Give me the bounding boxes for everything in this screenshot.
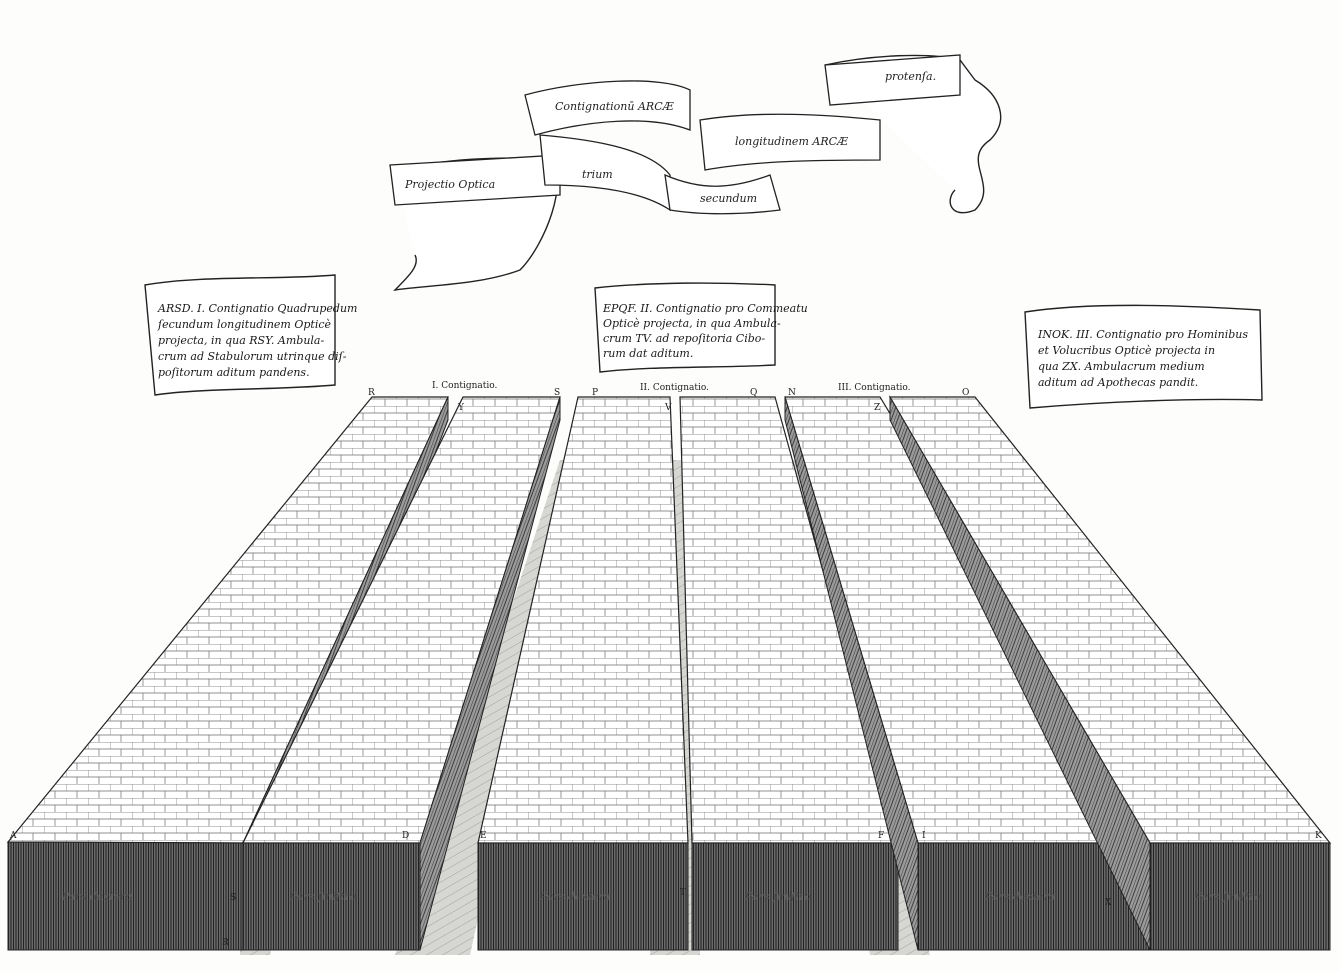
deck-1-label: I. Contignatio.	[432, 381, 498, 391]
side-label-2: Pars ſiniſtra	[289, 890, 356, 903]
scroll-3-line-3: qua ZX. Ambulacrum medium	[1038, 360, 1205, 373]
scroll-2-line-4: rum dat aditum.	[603, 347, 693, 360]
banner-segment-6: protenſa.	[885, 70, 936, 83]
letter-r-bottom: R	[222, 938, 229, 948]
deck-1-right-building	[242, 396, 561, 951]
scroll-deck-1: ARSD. I. Contignatio Quadrupedum ſecundu…	[144, 274, 357, 396]
letter-a: A	[9, 831, 17, 841]
scroll-deck-2: EPQF. II. Contignatio pro Commeatu Optic…	[594, 282, 808, 373]
banner-segment-5: longitudinem ARCÆ	[735, 135, 849, 148]
letter-k: K	[1315, 831, 1322, 841]
scroll-1-line-5: poſitorum aditum pandens.	[158, 366, 310, 379]
scroll-3-line-4: aditum ad Apothecas pandit.	[1038, 376, 1198, 389]
scroll-1-line-3: projecta, in qua RSY. Ambula-	[158, 334, 324, 347]
scroll-2-line-3: crum TV. ad repoſitoria Cibo-	[603, 332, 765, 345]
banner-segment-4: secundum	[700, 192, 757, 205]
letter-r-top: R	[368, 388, 375, 398]
banner-segment-1: Projectio Optica	[404, 178, 495, 191]
letter-v: V	[664, 403, 672, 413]
scroll-deck-3: INOK. III. Contignatio pro Hominibus et …	[1024, 304, 1263, 409]
side-label-5: Pars dextera	[984, 890, 1055, 903]
letter-p-top: P	[592, 388, 598, 398]
deck-3-right-building	[888, 395, 1332, 951]
deck-2-label: II. Contignatio.	[640, 383, 709, 393]
banner-segment-2: Contignationū ARCÆ	[555, 100, 675, 113]
letter-x: X	[1105, 898, 1112, 908]
letter-y: Y	[457, 403, 465, 413]
side-label-4: Pars ſiniſtra	[744, 890, 811, 903]
letter-n-top: N	[788, 388, 796, 398]
letter-o-top: O	[962, 388, 969, 398]
scroll-1-line-1: ARSD. I. Contignatio Quadrupedum	[157, 302, 357, 315]
letter-s-top: S	[554, 388, 560, 398]
side-label-6: Pars ſiniſtra	[1194, 890, 1261, 903]
letter-d: D	[402, 831, 409, 841]
scroll-2-line-2: Opticè projecta, in qua Ambula-	[603, 317, 781, 330]
scroll-2-line-1: EPQF. II. Contignatio pro Commeatu	[602, 302, 808, 315]
scroll-3-line-2: et Volucribus Opticè projecta in	[1038, 344, 1215, 357]
letter-s-bottom: S	[230, 893, 236, 903]
deck-3-label: III. Contignatio.	[838, 383, 911, 393]
side-label-1: Pars dextera	[61, 890, 132, 903]
side-label-3: Pars dextera	[539, 890, 610, 903]
letter-q-top: Q	[750, 388, 757, 398]
letter-i: I	[922, 831, 926, 841]
scroll-1-line-4: crum ad Stabulorum utrinque diſ-	[158, 350, 347, 363]
scroll-1-line-2: ſecundum longitudinem Opticè	[157, 318, 331, 331]
letter-z: Z	[874, 403, 880, 413]
title-banner: Projectio Optica Contignationū ARCÆ triu…	[389, 54, 1002, 291]
banner-segment-3: trium	[582, 168, 613, 181]
letter-e: E	[480, 831, 487, 841]
deck-2-left-building	[477, 396, 689, 951]
letter-t: T	[680, 888, 686, 898]
scroll-3-line-1: INOK. III. Contignatio pro Hominibus	[1037, 328, 1248, 341]
letter-f: F	[878, 831, 884, 841]
deck-2-right-building	[679, 396, 899, 951]
